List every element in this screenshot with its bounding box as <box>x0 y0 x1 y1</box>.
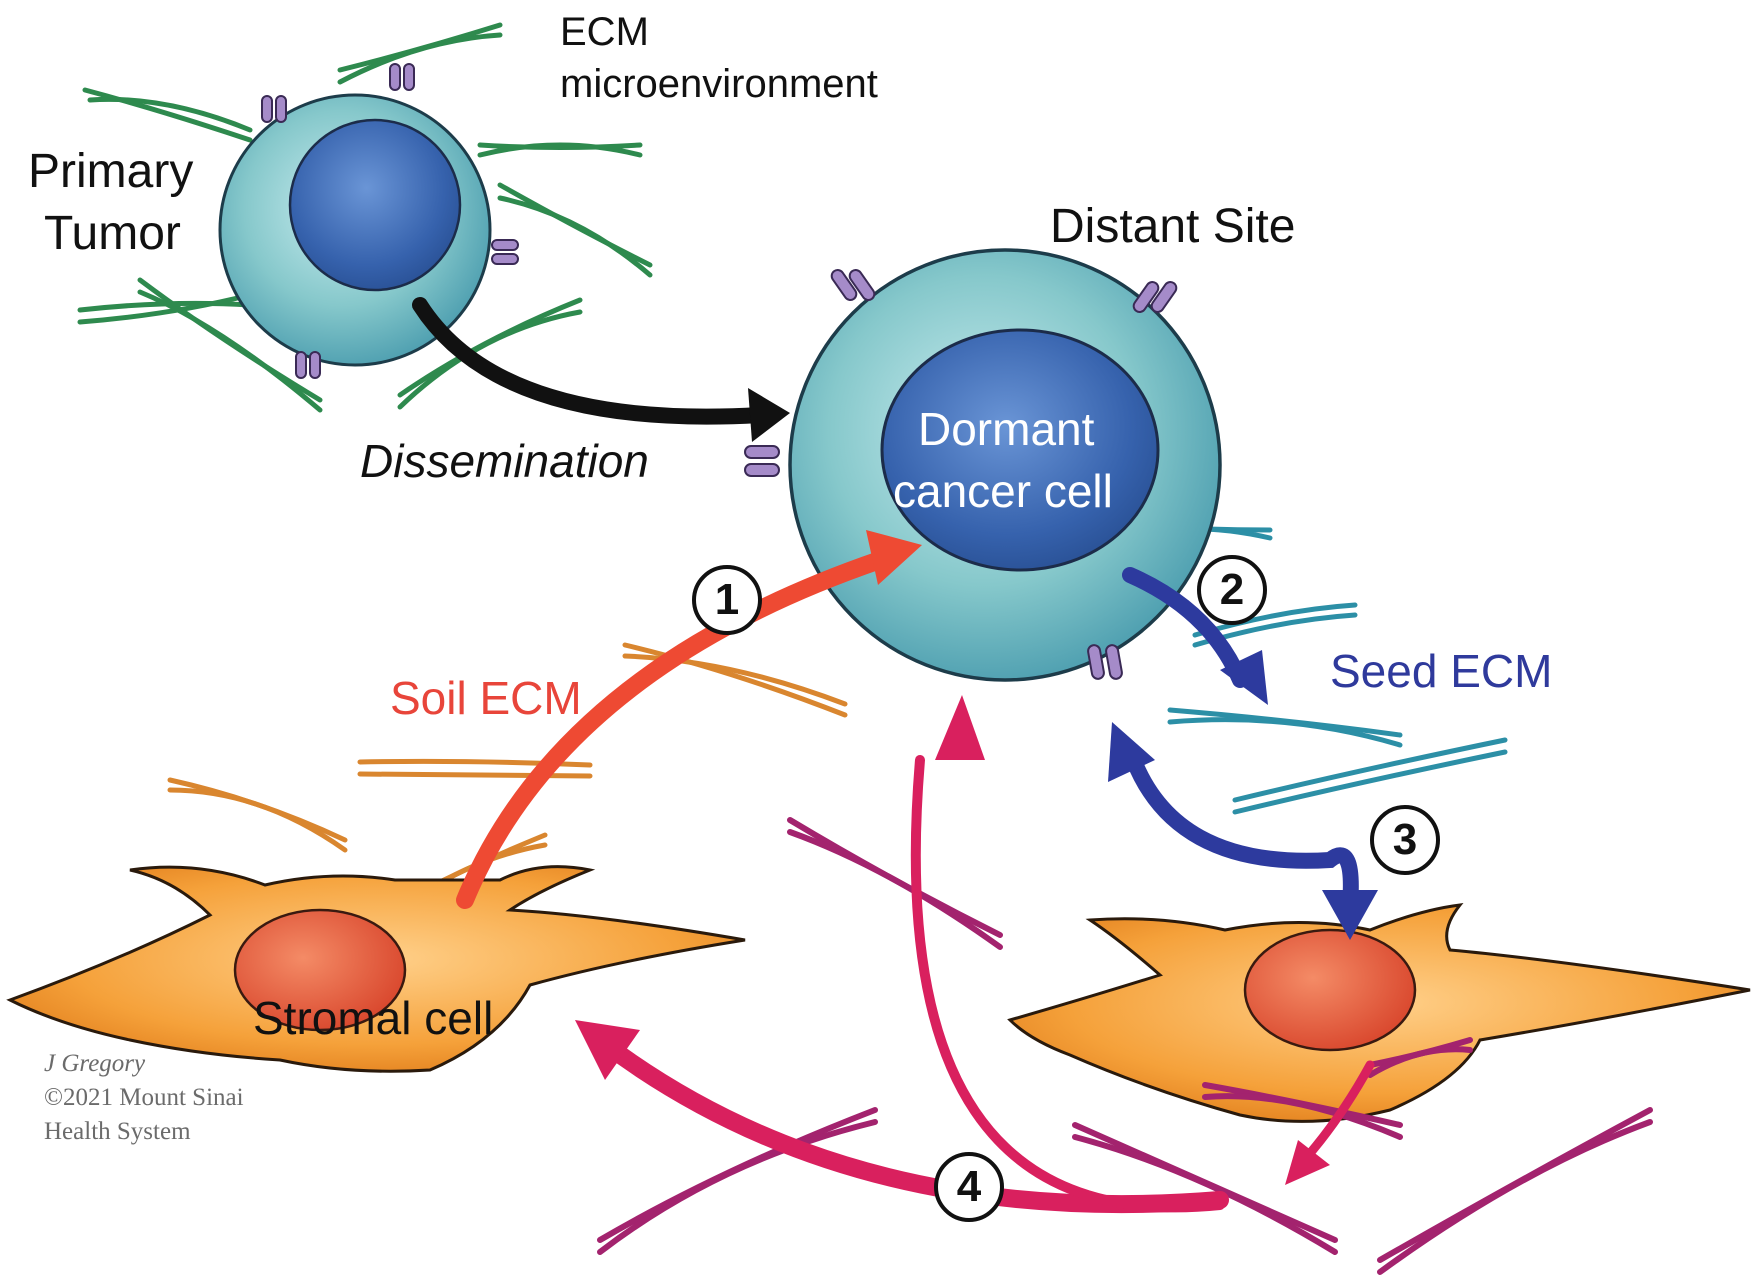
credit-line1: J Gregory <box>44 1050 146 1077</box>
distant-site-label: Distant Site <box>1050 200 1296 253</box>
modified-ecm-fibers <box>597 817 1653 1275</box>
primary-tumor-label-line2: Tumor <box>44 207 181 260</box>
arrow-step-4-head-small <box>1285 1140 1330 1185</box>
dissemination-arrowhead <box>748 388 790 442</box>
ecm-microenvironment-label-line2: microenvironment <box>560 62 878 106</box>
arrow-step-3-head-up <box>1108 722 1155 782</box>
primary-tumor-nucleus <box>288 118 462 292</box>
step-2-badge: 2 <box>1197 555 1267 625</box>
step-4-badge: 4 <box>934 1152 1004 1222</box>
arrow-step-1 <box>456 551 889 909</box>
seed-ecm-label: Seed ECM <box>1330 645 1553 697</box>
dormant-cell-label-line2: cancer cell <box>893 465 1113 517</box>
credit-line3: Health System <box>44 1118 191 1145</box>
step-1-badge: 1 <box>692 565 762 635</box>
arrow-step-4-head-left <box>575 1020 640 1080</box>
stromal-cell-left <box>6 865 746 1073</box>
arrow-step-3 <box>1122 742 1359 913</box>
stromal-cell-label: Stromal cell <box>253 992 494 1044</box>
stromal-cell-right <box>1007 903 1751 1123</box>
stromal-nucleus-right <box>1243 928 1417 1052</box>
credit-line2: ©2021 Mount Sinai <box>44 1084 244 1111</box>
soil-ecm-fibers <box>167 642 848 918</box>
receptor-icon <box>744 268 1178 680</box>
arrow-step-4-head-up <box>935 695 985 760</box>
dormant-cancer-cell <box>744 248 1222 682</box>
primary-ecm-fibers <box>77 22 653 413</box>
dormant-cell-label-line1: Dormant <box>918 403 1095 455</box>
arrow-step-1-head <box>866 530 922 585</box>
arrow-step-3-head-down <box>1322 890 1378 940</box>
primary-tumor-cell <box>218 63 519 379</box>
ecm-fiber <box>77 22 653 413</box>
dissemination-arrow <box>412 297 768 425</box>
dormant-cell-nucleus <box>880 328 1160 572</box>
ecm-microenvironment-label-line1: ECM <box>560 10 649 54</box>
stromal-nucleus-left <box>233 908 407 1032</box>
receptor-icon <box>261 63 519 379</box>
soil-ecm-label: Soil ECM <box>390 672 582 724</box>
primary-tumor-label-line1: Primary <box>28 145 194 198</box>
arrow-step-2-head <box>1220 650 1268 705</box>
dissemination-label: Dissemination <box>360 435 649 487</box>
step-3-badge: 3 <box>1370 805 1440 875</box>
